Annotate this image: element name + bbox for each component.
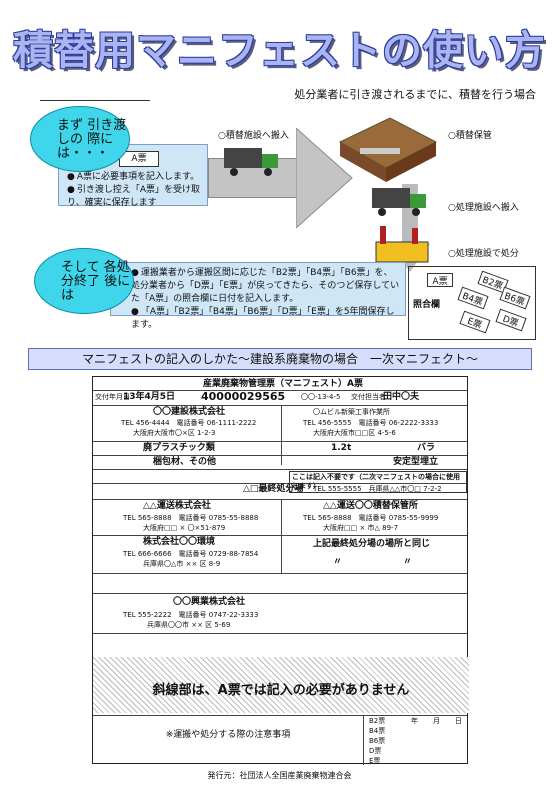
storage-facility-icon — [338, 117, 438, 182]
site-address: 大阪府大阪市□□区 4-5-6 — [313, 429, 396, 437]
publisher: 発行元：社団法人全国産業廃棄物連合会 — [207, 771, 352, 780]
waste-quantity: 1.2t — [331, 443, 352, 453]
flow-to-disposal: ○処理施設へ搬入 — [448, 203, 519, 213]
section-heading: マニフェストの記入のしかた～建設系廃棄物の場合 一次マニフェクト～ — [28, 348, 532, 370]
disposer-address: 兵庫県〇〇市 ×× 区 5-69 — [147, 621, 231, 629]
final-place: △□最終処分場 — [243, 484, 304, 494]
ledger-label: 照合欄 — [413, 300, 441, 310]
factory-icon — [375, 226, 429, 263]
issue-date: 13年4月5日 — [123, 392, 176, 402]
hatched-area — [93, 657, 469, 713]
page-title: 積替用マニフェストの使い方 — [13, 28, 546, 74]
step1-item: A票に必要事項を記入します。 — [67, 171, 207, 184]
step2-item: 運搬業者から運搬区間に応じた「B2票」「B4票」「B6票」を、処分業者から「D票… — [131, 267, 401, 306]
ledger-top-tag: A票 — [427, 273, 453, 287]
flow-storage: ○積替保管 — [448, 131, 492, 141]
ledger-row-label: D票 — [369, 747, 382, 755]
step1-item: 引き渡し控え「A票」を受け取り、確実に保存します — [67, 184, 207, 210]
transport1-address: 大阪府□□ × 〇×51-879 — [143, 524, 226, 532]
note-box: ここは記入不要です（二次マニフェストの場合に使用します） — [289, 471, 467, 493]
same-mark: 〃 — [403, 557, 413, 567]
same-mark: 〃 — [333, 557, 343, 567]
flow-arrowhead — [296, 128, 353, 228]
hatched-note: 斜線部は、A票では記入の必要がありません — [152, 683, 410, 698]
step2-panel: 運搬業者から運搬区間に応じた「B2票」「B4票」「B6票」を、処分業者から「D票… — [110, 262, 406, 330]
truck-icon — [372, 188, 426, 216]
ledger-year: 年 — [411, 717, 418, 725]
issue-number: 40000029565 — [201, 390, 286, 403]
company-name: 〇〇建設株式会社 — [153, 407, 226, 417]
ref-number: 〇〇-13-4-5 — [301, 393, 341, 401]
step2-item: 「A票」「B2票」「B4票」「B6票」「D票」「E票」を5年間保存します。 — [131, 306, 401, 332]
ledger-card: B6票 — [499, 286, 531, 310]
ledger-card: E票 — [459, 310, 491, 334]
a-slip-tag: A票 — [119, 151, 159, 167]
flow-carry-in: ○積替施設へ搬入 — [218, 131, 289, 141]
disposer-tel: TEL 555-2222 電話番号 0747-22-3333 — [123, 611, 259, 619]
step1-panel: A票 A票に必要事項を記入します。 引き渡し控え「A票」を受け取り、確実に保存し… — [58, 144, 208, 208]
storage-tel: TEL 565-8888 電話番号 0785-55-9999 — [303, 514, 439, 522]
ledger-card: D票 — [495, 308, 527, 332]
step1-bubble: まず 引き渡しの 際には・・・ — [30, 106, 130, 172]
waste-shape: バラ — [417, 443, 436, 453]
company-address: 大阪府大阪市〇×区 1-2-3 — [133, 429, 216, 437]
issuer-person: 田中〇夫 — [383, 392, 420, 402]
site-name: 〇ムビル新築工事作業所 — [313, 408, 390, 416]
ledger-row-label: E票 — [369, 757, 381, 765]
waste-kind: 廃プラスチック類 — [143, 443, 215, 453]
ledger-illustration: 照合欄 A票 B2票 B4票 B6票 E票 D票 — [408, 266, 536, 340]
transport2-tel: TEL 666-6666 電話番号 0729-88-7854 — [123, 550, 259, 558]
disposal-method: 安定型埋立 — [393, 457, 439, 467]
ledger-month: 月 — [433, 717, 440, 725]
transport1-tel: TEL 565-8888 電話番号 0785-55-8888 — [123, 514, 259, 522]
subtitle: 処分業者に引き渡されるまでに、積替を行う場合 — [294, 88, 536, 101]
site-tel: TEL 456-5555 電話番号 06-2222-3333 — [303, 419, 439, 427]
storage-name: △△運送〇〇積替保管所 — [323, 501, 418, 511]
form-heading: 産業廃棄物管理票（マニフェスト）A票 — [203, 379, 363, 389]
divider — [40, 100, 150, 101]
caution-note: ※運搬や処分する際の注意事項 — [165, 730, 291, 740]
manifest-form: 産業廃棄物管理票（マニフェスト）A票 交付年月日 13年4月5日 4000002… — [92, 376, 469, 765]
disposer-name: 〇〇興業株式会社 — [173, 597, 246, 607]
storage-address: 大阪府□□ × 市△ 89-7 — [323, 524, 399, 532]
flow-disposal: ○処理施設で処分 — [448, 249, 519, 259]
ledger-row-label: B4票 — [369, 727, 386, 735]
person-label: 交付担当者 — [351, 393, 386, 401]
date-label: 交付年月日 — [95, 393, 130, 401]
truck-icon — [224, 148, 278, 176]
ledger-card: B4票 — [457, 286, 489, 310]
transport1-name: △△運送株式会社 — [143, 501, 211, 511]
ledger-day: 日 — [455, 717, 462, 725]
transport2-address: 兵庫県〇△市 ×× 区 8-9 — [143, 560, 221, 568]
transport2-name: 株式会社〇〇環境 — [143, 537, 216, 547]
step2-bubble: そして 各処分終了 後には — [34, 248, 134, 314]
company-tel: TEL 456-4444 電話番号 06-1111-2222 — [121, 419, 257, 427]
ledger-row-label: B2票 — [369, 717, 386, 725]
ledger-row-label: B6票 — [369, 737, 386, 745]
final-tel: TEL 555-5555 兵庫県△△市〇□ 7-2-2 — [313, 485, 442, 493]
transport2-destination: 上記最終処分場の場所と同じ — [313, 539, 431, 549]
packing: 梱包材、その他 — [153, 457, 217, 467]
